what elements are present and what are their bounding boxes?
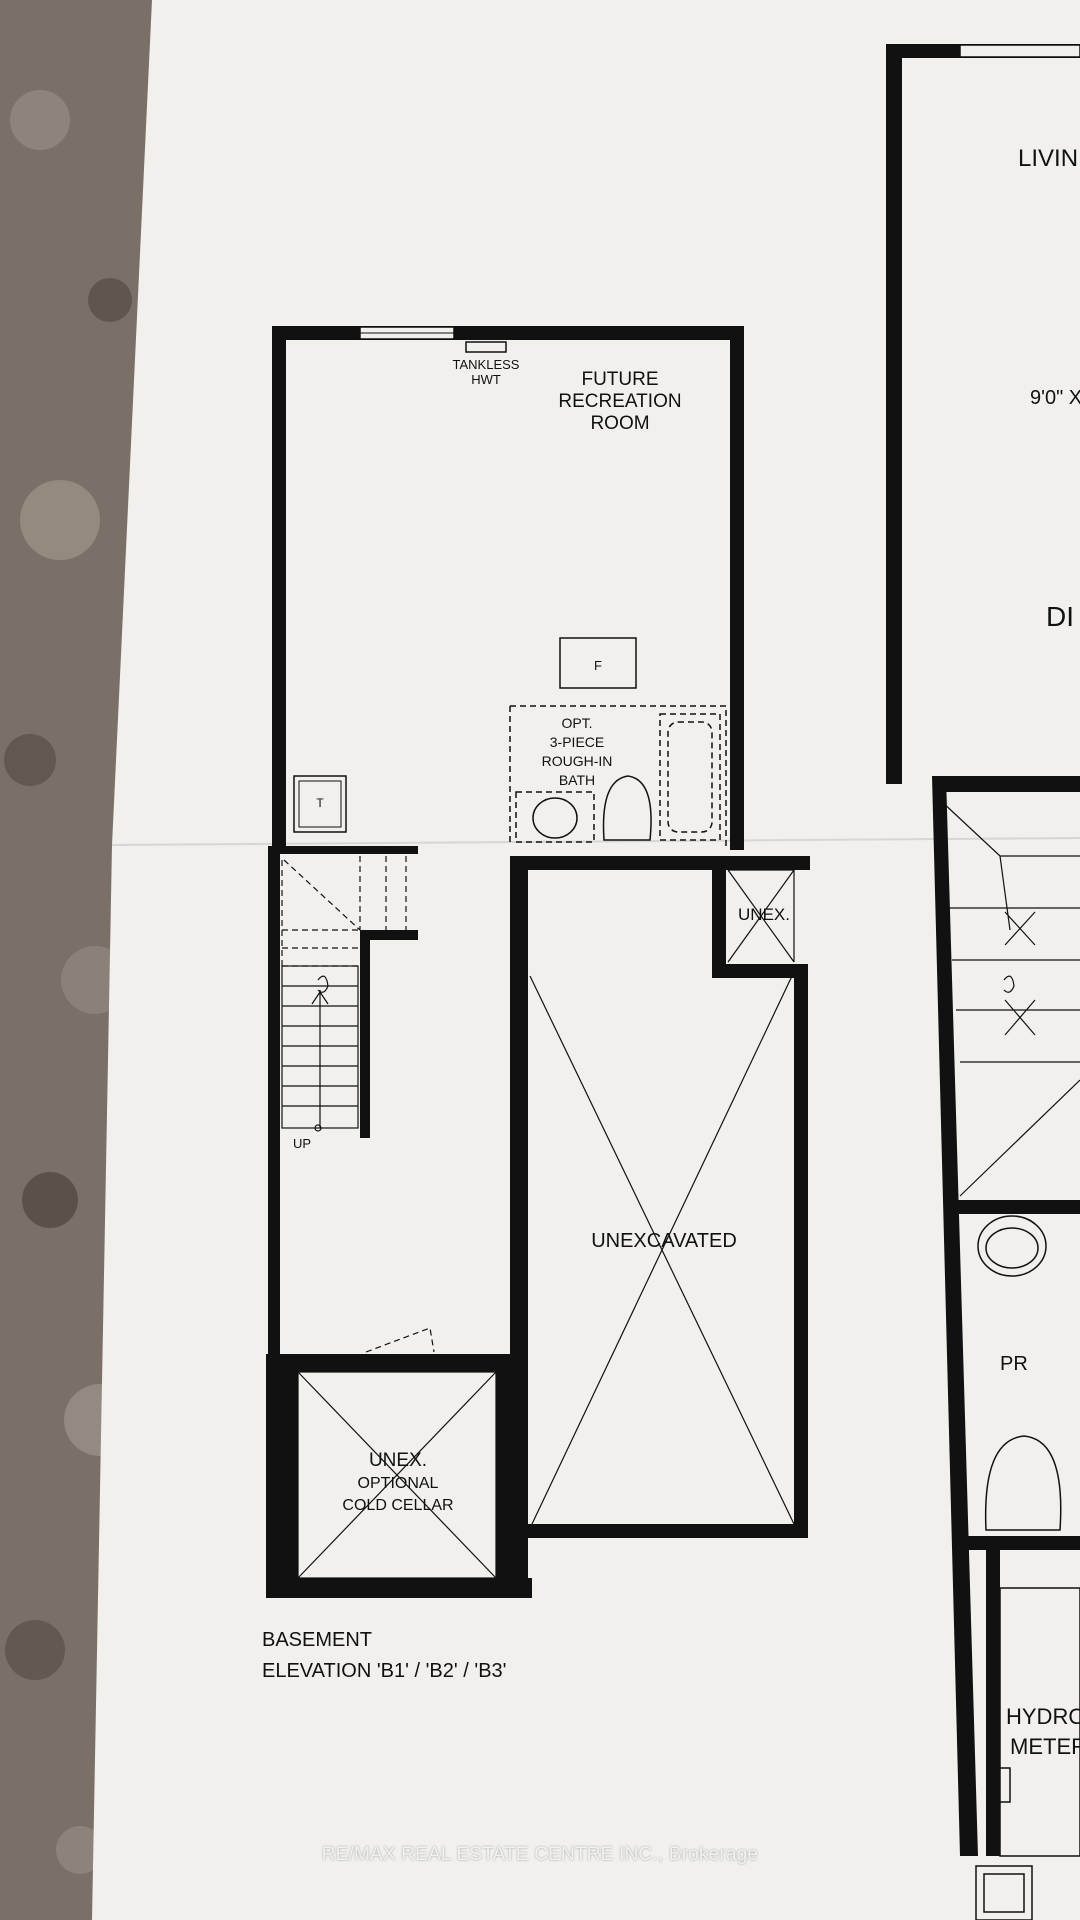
paper-sheet <box>92 0 1080 1920</box>
hydro-meter-box <box>975 1587 1080 1920</box>
furnace-box <box>559 637 637 689</box>
label-bath-3: ROUGH-IN <box>542 753 613 769</box>
lower-walls <box>266 846 810 1598</box>
stair-dashed-upper <box>281 856 435 1353</box>
plan-labels: FUTURE RECREATION ROOM TANKLESS HWT F T … <box>262 145 1080 1759</box>
main-stairs <box>939 799 1080 1197</box>
label-tankless-2: HWT <box>471 372 501 387</box>
recreation-room-walls <box>272 326 744 850</box>
label-bath-1: OPT. <box>561 715 592 731</box>
main-floor-plan <box>886 44 1080 1920</box>
label-bath-4: BATH <box>559 772 595 788</box>
label-unexcavated: UNEXCAVATED <box>591 1230 737 1252</box>
caption-basement: BASEMENT <box>262 1629 372 1651</box>
label-hydro-1: HYDRO <box>1006 1704 1080 1729</box>
label-cold-cellar-1: UNEX. <box>369 1450 427 1471</box>
label-sump: T <box>316 796 324 810</box>
label-furnace: F <box>594 658 602 673</box>
label-cold-cellar-2: OPTIONAL <box>358 1475 439 1492</box>
label-living: LIVIN <box>1018 145 1078 172</box>
label-tankless-1: TANKLESS <box>453 357 520 372</box>
sump-pit <box>293 775 347 833</box>
label-hydro-2: METER <box>1010 1734 1080 1759</box>
label-dimension: 9'0" X <box>1030 387 1080 409</box>
brokerage-watermark: RE/MAX REAL ESTATE CENTRE INC., Brokerag… <box>321 1844 759 1865</box>
label-recreation-1: FUTURE <box>581 369 658 390</box>
unexcavated-cross <box>529 975 795 1525</box>
basement-stairs <box>281 965 359 1132</box>
tankless-hwt-box <box>465 341 507 353</box>
label-bath-2: 3-PIECE <box>550 734 604 750</box>
optional-bath <box>509 705 727 846</box>
label-up: UP <box>293 1136 311 1151</box>
small-unex-cross <box>727 869 795 963</box>
main-window <box>959 44 1080 58</box>
powder-room-fixtures <box>977 1215 1062 1531</box>
label-unex-small: UNEX. <box>738 905 790 924</box>
label-powder-room: PR <box>1000 1353 1028 1375</box>
label-recreation-3: ROOM <box>590 413 649 434</box>
basement-plan <box>266 326 810 1598</box>
bath-fixtures <box>532 775 652 841</box>
cold-cellar-cross <box>297 1371 497 1579</box>
label-cold-cellar-3: COLD CELLAR <box>342 1497 453 1514</box>
label-recreation-2: RECREATION <box>558 391 681 412</box>
label-dining: DI <box>1046 601 1074 632</box>
caption-elevation: ELEVATION 'B1' / 'B2' / 'B3' <box>262 1660 506 1682</box>
